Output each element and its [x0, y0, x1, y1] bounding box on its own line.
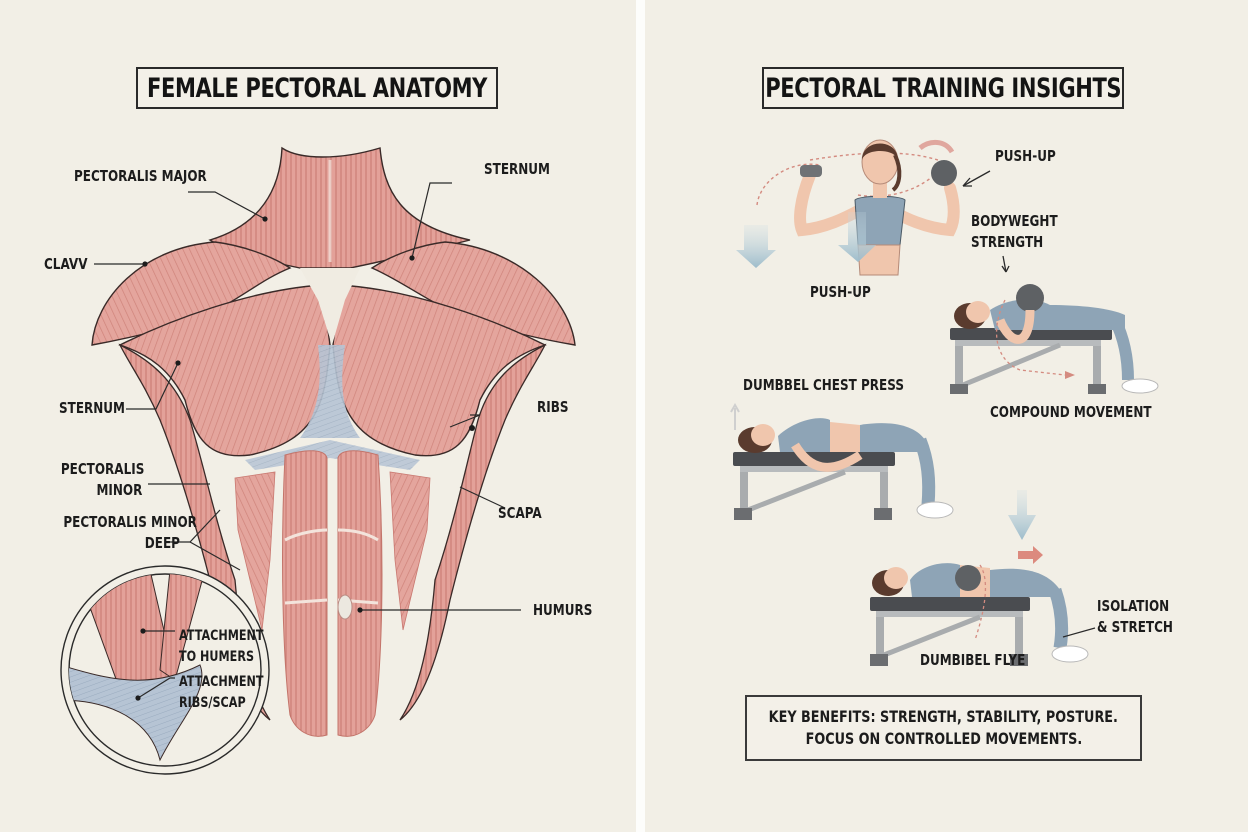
- right-pectoralis-major: [332, 284, 547, 457]
- label-push-up-callout: PUSH-UP: [995, 147, 1056, 165]
- label-pectoralis-minor-deep: PECTORALIS MINOR DEEP: [63, 513, 197, 552]
- rectus-abdominis-left: [282, 450, 328, 737]
- label-attachment-ribs-scap: ATTACHMENT RIBS/SCAP: [179, 674, 264, 711]
- right-arrow-icon: [1018, 546, 1043, 564]
- dumbbell-icon: [955, 565, 981, 591]
- panel-divider: [636, 0, 645, 832]
- attachment-detail-inset: [60, 565, 270, 775]
- down-arrow-icon: [736, 225, 776, 268]
- key-benefits-box: KEY BENEFITS: STRENGTH, STABILITY, POSTU…: [745, 695, 1142, 761]
- training-title: PECTORAL TRAINING INSIGHTS: [762, 67, 1124, 109]
- label-ribs: RIBS: [537, 398, 569, 416]
- dumbbell-flye-figure: [870, 490, 1096, 666]
- benefits-line-1: KEY BENEFITS: STRENGTH, STABILITY, POSTU…: [768, 707, 1119, 726]
- label-compound-movement: COMPOUND MOVEMENT: [990, 403, 1152, 421]
- training-panel: [645, 0, 1248, 832]
- label-attachment-humers: ATTACHMENT TO HUMERS: [179, 628, 264, 665]
- torso-muscle-illustration: [60, 146, 576, 775]
- dumbbell-icon: [1016, 284, 1044, 312]
- chest-press-figure: [730, 402, 954, 520]
- bench: [870, 597, 1030, 611]
- training-title-text: PECTORAL TRAINING INSIGHTS: [765, 72, 1122, 104]
- label-dumbbell-chest-press: DUMBBEL CHEST PRESS: [743, 376, 904, 394]
- label-isolation-stretch: ISOLATION & STRETCH: [1097, 597, 1173, 636]
- standing-dumbbell-figure: [736, 139, 991, 276]
- bench: [950, 328, 1112, 340]
- bench-dumbbell-figure: [950, 255, 1159, 394]
- label-humurs: HUMURS: [533, 601, 593, 619]
- label-dumbbell-flye: DUMBIBEL FLYE: [920, 651, 1026, 669]
- curved-arrow-icon: [918, 140, 955, 154]
- label-sternum-side: STERNUM: [59, 399, 125, 417]
- label-push-up: PUSH-UP: [810, 283, 871, 301]
- benefits-line-2: FOCUS ON CONTROLLED MOVEMENTS.: [805, 729, 1082, 748]
- label-pectoralis-major: PECTORALIS MAJOR: [74, 167, 207, 185]
- navel: [337, 594, 353, 620]
- label-bodyweight-strength: BODYWEGHT STRENGTH: [971, 212, 1058, 251]
- down-arrow-icon: [838, 212, 876, 262]
- anatomy-title-text: FEMALE PECTORAL ANATOMY: [146, 72, 488, 104]
- label-clavv: CLAVV: [44, 255, 88, 273]
- dumbbell-icon: [931, 160, 957, 186]
- label-sternum-top: STERNUM: [484, 160, 550, 178]
- anatomy-title: FEMALE PECTORAL ANATOMY: [136, 67, 498, 109]
- right-serratus: [399, 343, 547, 721]
- label-pectoralis-minor: PECTORALIS MINOR: [60, 460, 145, 499]
- label-scapa: SCAPA: [498, 504, 542, 522]
- rectus-abdominis-right: [337, 450, 383, 737]
- down-arrow-icon: [1008, 490, 1036, 540]
- left-pectoralis-major: [118, 284, 331, 457]
- dumbbell-icon: [800, 165, 822, 177]
